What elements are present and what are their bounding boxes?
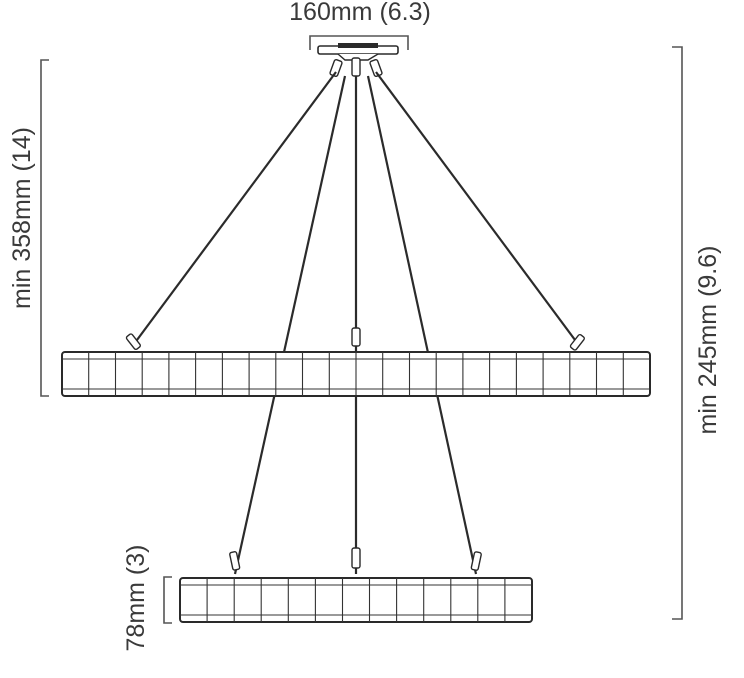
lower-ring-height-bracket bbox=[163, 576, 172, 624]
lower-ring-height-label: 78mm (3) bbox=[122, 545, 150, 652]
suspension-cables bbox=[133, 71, 579, 575]
canopy-width-label: 160mm (6.3) bbox=[289, 0, 431, 26]
upper-drop-label: min 358mm (14) bbox=[8, 127, 36, 309]
ceiling-canopy bbox=[317, 43, 399, 78]
upper-ring bbox=[61, 327, 651, 397]
upper-drop-bracket bbox=[40, 59, 49, 397]
lower-ring bbox=[179, 547, 533, 623]
total-drop-dimension: min 245mm (9.6) bbox=[672, 46, 722, 620]
canopy-width-dimension: 160mm (6.3) bbox=[289, 0, 431, 50]
lower-ring-height-dimension: 78mm (3) bbox=[122, 545, 172, 652]
canopy-width-bracket bbox=[309, 35, 409, 50]
upper-drop-dimension: min 358mm (14) bbox=[8, 59, 49, 397]
total-drop-label: min 245mm (9.6) bbox=[694, 246, 722, 435]
total-drop-bracket bbox=[672, 46, 683, 620]
